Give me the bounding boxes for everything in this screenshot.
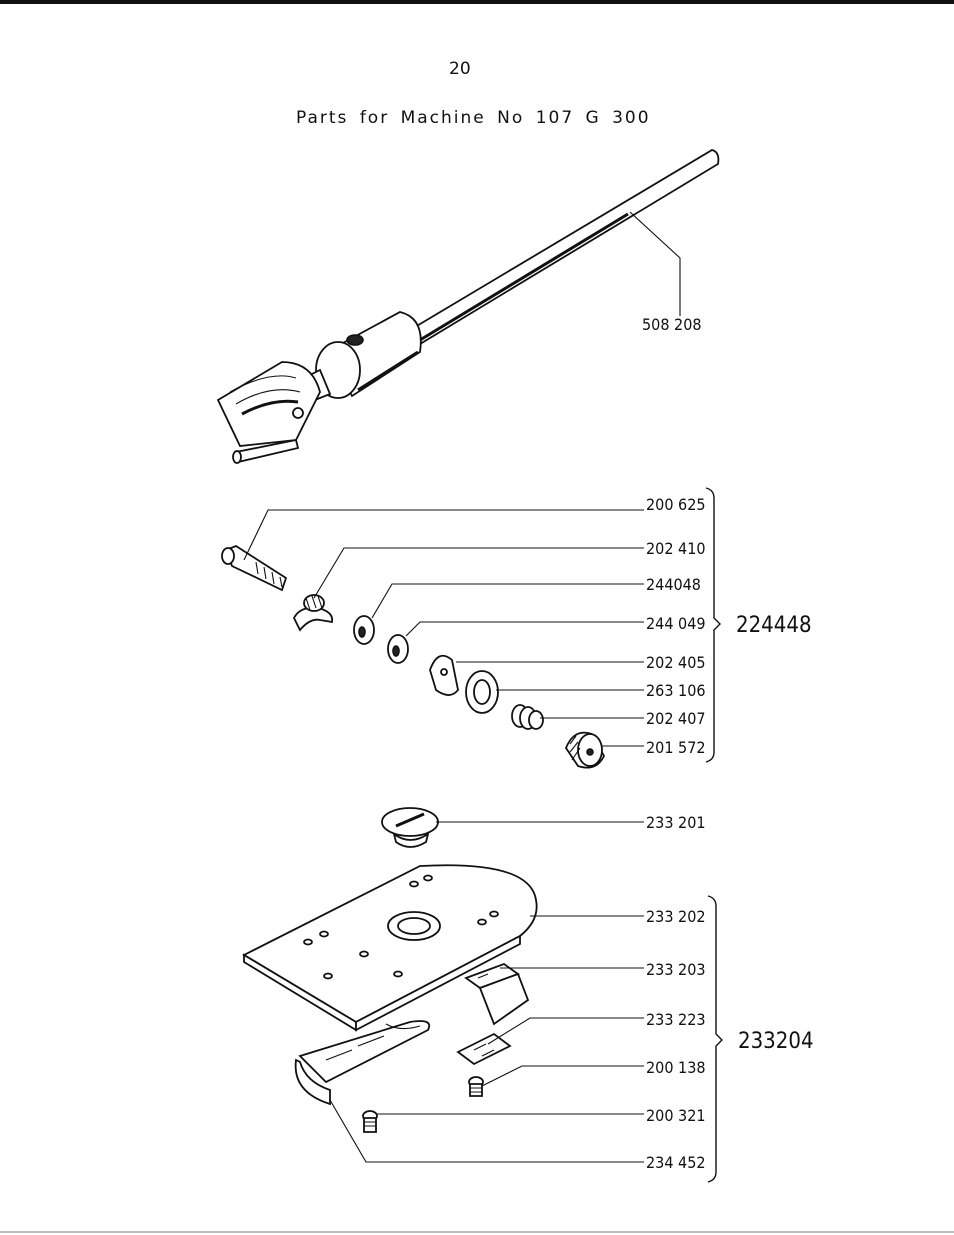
plate-233202	[242, 864, 538, 1032]
bracket-233203	[464, 962, 530, 1026]
spring-202407	[511, 704, 544, 730]
leader-233223	[487, 1017, 644, 1045]
part-201572: 201 572	[646, 738, 706, 757]
spring-202410	[292, 594, 334, 632]
group-224448: 224448	[736, 613, 812, 638]
leader-shaft	[629, 211, 681, 316]
leader-202410	[313, 547, 644, 599]
plate-202405-hole	[440, 668, 448, 676]
stud-200625	[221, 544, 288, 592]
bottom-rule	[0, 1231, 954, 1233]
part-200138: 200 138	[646, 1058, 706, 1077]
part-263106: 263 106	[646, 681, 706, 700]
ring-263106-inner	[473, 679, 491, 705]
screw-200138	[468, 1076, 484, 1097]
brace-lower	[707, 895, 723, 1183]
part-202405: 202 405	[646, 653, 706, 672]
leader-244048	[371, 583, 644, 619]
part-200625: 200 625	[646, 495, 706, 514]
cap-233201	[381, 807, 439, 848]
part-200321: 200 321	[646, 1106, 706, 1125]
shaft-assembly	[216, 149, 720, 464]
bracket-234452	[294, 1020, 431, 1106]
leader-244049	[405, 621, 644, 637]
leader-200138	[481, 1065, 644, 1087]
nut-201572	[564, 731, 606, 769]
part-244048: 244048	[646, 575, 701, 594]
page-number: 20	[449, 59, 471, 79]
page-title: Parts for Machine No 107 G 300	[296, 108, 651, 128]
top-rule	[0, 0, 954, 4]
part-234452: 234 452	[646, 1153, 706, 1172]
part-202410: 202 410	[646, 539, 706, 558]
screw-200321	[362, 1110, 378, 1133]
brace-upper	[705, 487, 721, 763]
washer-244048-hole	[358, 626, 366, 638]
part-233201: 233 201	[646, 813, 706, 832]
leader-234452	[329, 1099, 644, 1163]
washer-244049-hole	[392, 645, 400, 657]
part-233202: 233 202	[646, 907, 706, 926]
part-202407: 202 407	[646, 709, 706, 728]
leader-200625	[243, 509, 644, 561]
part-233203: 233 203	[646, 960, 706, 979]
plate-233223	[456, 1032, 512, 1066]
part-233223: 233 223	[646, 1010, 706, 1029]
part-244049: 244 049	[646, 614, 706, 633]
group-233204: 233204	[738, 1029, 814, 1054]
part-508208: 508 208	[642, 315, 702, 334]
